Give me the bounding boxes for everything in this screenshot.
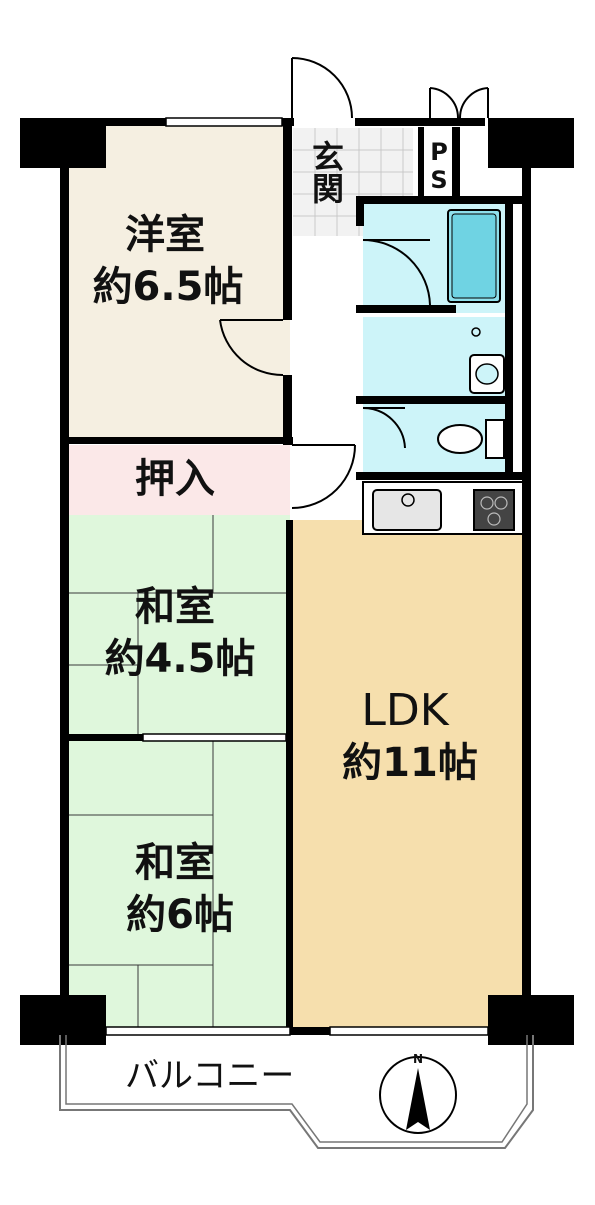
tatami-lines (68, 515, 290, 1030)
balcony (59, 1035, 534, 1149)
ldk-room-area: 約11帖 (342, 740, 478, 786)
western-room-area: 約6.5帖 (92, 264, 244, 310)
toilet (363, 403, 508, 473)
doors (219, 57, 489, 509)
japanese-room-1-name: 和室 (135, 584, 215, 630)
closet (68, 445, 290, 515)
closet-label: 押入 (135, 456, 215, 502)
walls (20, 118, 574, 1045)
ps-label: PS (425, 138, 453, 194)
balcony-label: バルコニー (125, 1056, 295, 1096)
japanese-room-1 (68, 515, 290, 738)
kitchen-counter (362, 481, 526, 535)
entrance-label: 玄関 (307, 140, 345, 204)
compass-icon (379, 1056, 457, 1134)
japanese-room-2-name: 和室 (135, 840, 215, 886)
western-room-name: 洋室 (125, 212, 205, 258)
japanese-room-1-area: 約4.5帖 (104, 636, 256, 682)
ldk-room (290, 520, 526, 1030)
bathroom (363, 203, 508, 313)
ldk-room-name: LDK (361, 685, 449, 736)
compass-north-label: N (412, 1052, 424, 1066)
windows (105, 117, 489, 1036)
japanese-room-2 (68, 740, 290, 1030)
washroom (363, 317, 508, 397)
western-room (68, 125, 290, 440)
japanese-room-2-area: 約6帖 (126, 892, 234, 938)
